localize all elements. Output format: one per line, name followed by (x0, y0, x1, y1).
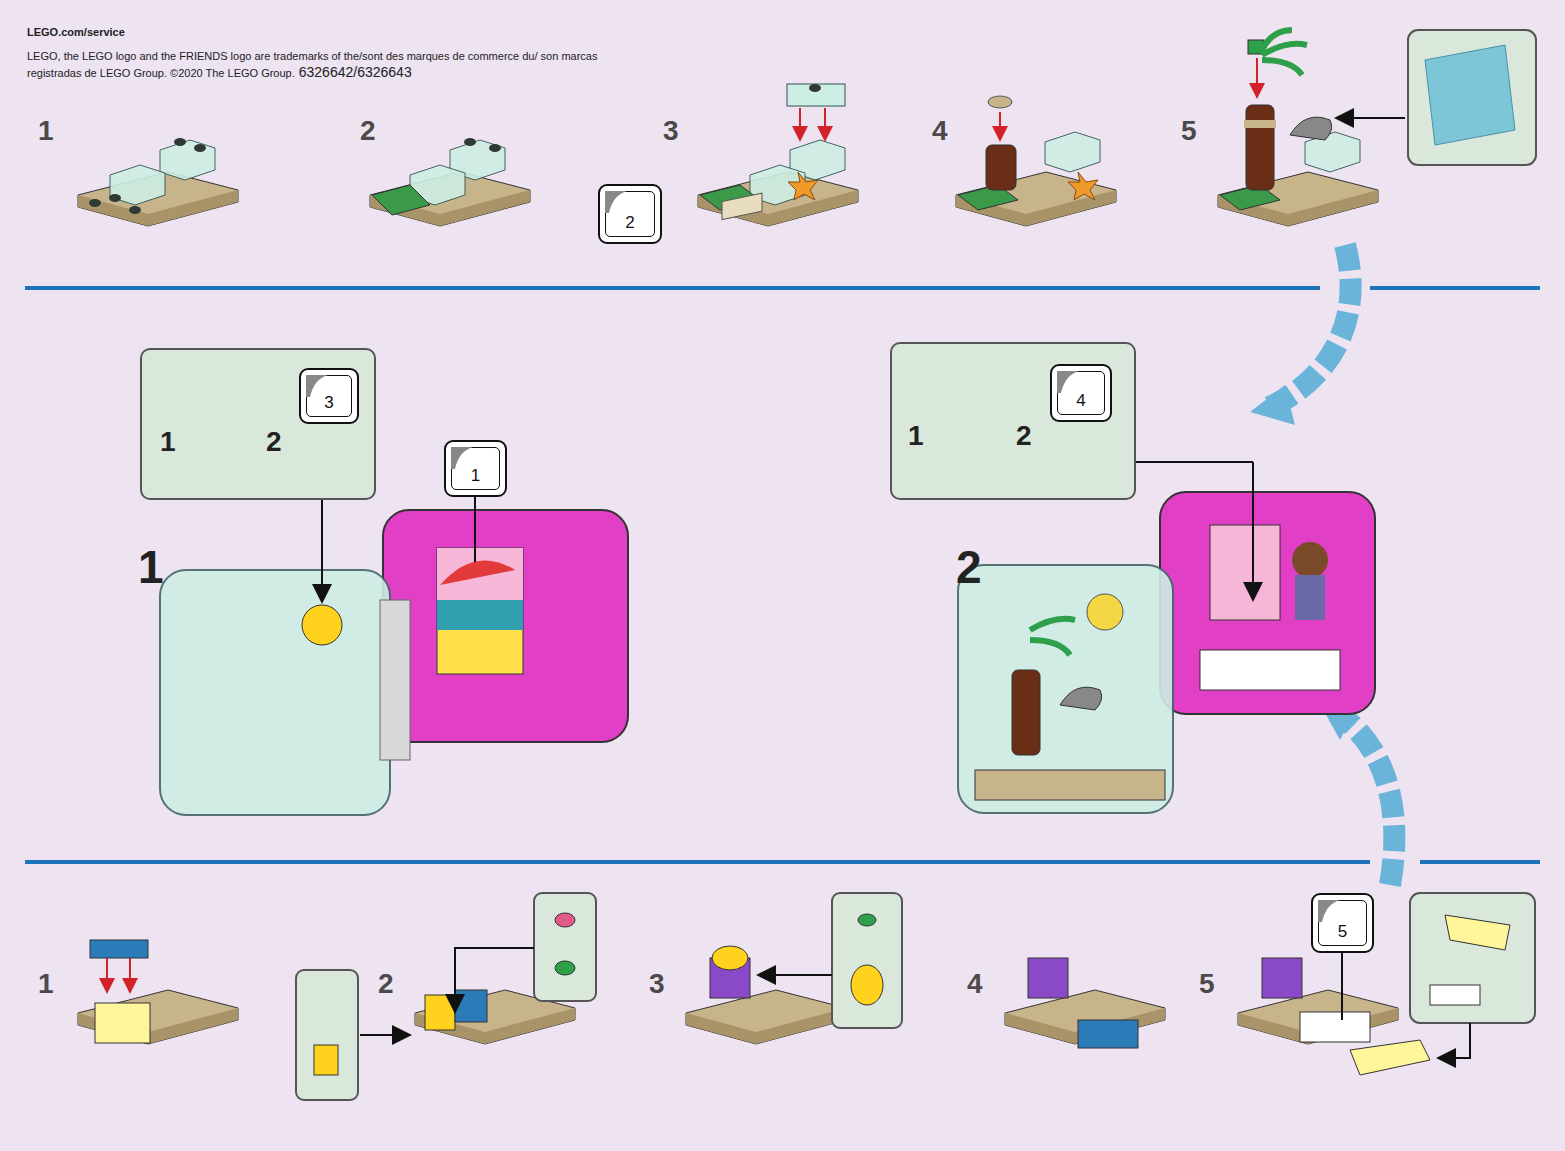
legal-notice: LEGO, the LEGO logo and the FRIENDS logo… (27, 48, 627, 81)
sticker-number: 1 (446, 466, 505, 486)
step-number: 2 (360, 115, 376, 147)
sticker-callout: 1 (444, 440, 507, 497)
sticker-number: 4 (1052, 391, 1110, 411)
step-number: 1 (38, 115, 54, 147)
bottom-build-steps (78, 893, 1535, 1100)
step-number: 1 (138, 540, 164, 594)
substep-number: 1 (160, 426, 176, 458)
sticker-number: 5 (1313, 922, 1372, 942)
sticker-callout: 5 (1311, 893, 1374, 953)
set-number: 6326642/6326643 (299, 64, 412, 80)
substep-panel: 1 24 (890, 342, 1136, 500)
page-curl (1318, 900, 1342, 924)
step-number: 5 (1181, 115, 1197, 147)
sticker-callout: 2 (598, 184, 662, 244)
step-number: 3 (663, 115, 679, 147)
step-number: 1 (38, 968, 54, 1000)
substep-panel: 1 23 (140, 348, 376, 500)
website: LEGO.com/service (27, 26, 125, 38)
substep-number: 1 (908, 420, 924, 452)
step-number: 2 (378, 968, 394, 1000)
substep-number: 2 (266, 426, 282, 458)
sticker-callout: 4 (1050, 364, 1112, 422)
page-curl (605, 191, 629, 215)
step-number: 5 (1199, 968, 1215, 1000)
sticker-number: 2 (600, 213, 660, 233)
step-number: 2 (956, 540, 982, 594)
step-number: 4 (932, 115, 948, 147)
sticker-number: 3 (301, 393, 357, 413)
step-number: 3 (649, 968, 665, 1000)
sticker-callout: 3 (299, 368, 359, 424)
substep-number: 2 (1016, 420, 1032, 452)
step-number: 4 (967, 968, 983, 1000)
